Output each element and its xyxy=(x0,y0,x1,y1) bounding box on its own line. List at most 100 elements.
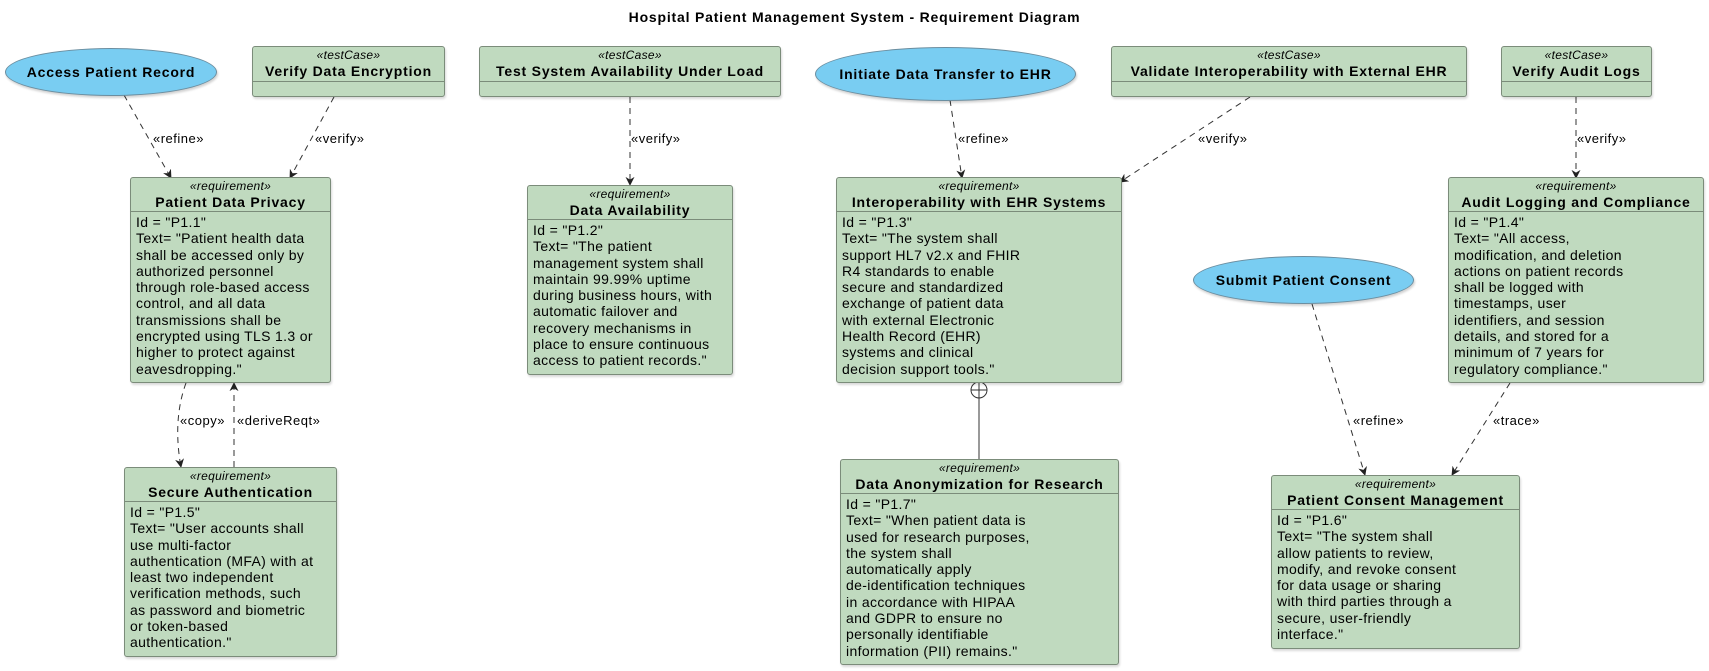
testcase-verify-audit-logs[interactable]: «testCase» Verify Audit Logs xyxy=(1501,46,1652,97)
testcase-validate-interoperability[interactable]: «testCase» Validate Interoperability wit… xyxy=(1111,46,1467,97)
requirement-text-line: use multi-factor xyxy=(130,536,232,553)
edge-label-refine: «refine» xyxy=(1353,413,1404,428)
requirement-text-line: automatically apply xyxy=(846,561,972,578)
requirement-text-line: information (PII) remains." xyxy=(846,642,1018,659)
testcase-verify-data-encryption[interactable]: «testCase» Verify Data Encryption xyxy=(252,46,445,97)
usecase-initiate-data-transfer[interactable]: Initiate Data Transfer to EHR xyxy=(815,47,1076,101)
requirement-text-line: systems and clinical xyxy=(842,344,974,361)
requirement-text-line: control, and all data xyxy=(136,295,266,312)
requirement-name: Audit Logging and Compliance xyxy=(1461,194,1691,210)
requirement-text-line: automatic failover and xyxy=(533,303,678,320)
stereotype-label: «testCase» xyxy=(1544,48,1609,62)
requirement-id: Id = "P1.1" xyxy=(136,214,207,230)
requirement-data-anonymization[interactable]: «requirement»Data Anonymization for Rese… xyxy=(840,459,1119,665)
edge-label-verify: «verify» xyxy=(631,131,681,146)
requirement-id: Id = "P1.6" xyxy=(1277,512,1348,528)
divider xyxy=(131,211,330,212)
divider xyxy=(1272,509,1519,510)
edge-label-verify: «verify» xyxy=(1198,131,1248,146)
requirement-id: Id = "P1.4" xyxy=(1454,214,1525,230)
requirement-name: Patient Consent Management xyxy=(1287,492,1504,508)
requirement-text-line: shall be accessed only by xyxy=(136,246,305,263)
requirement-text-line: Text= "Patient health data xyxy=(136,230,305,247)
usecase-label: Access Patient Record xyxy=(26,64,196,80)
requirement-text-line: modification, and deletion xyxy=(1454,246,1622,263)
requirement-text-line: allow patients to review, xyxy=(1277,544,1434,561)
requirement-text-line: used for research purposes, xyxy=(846,528,1030,545)
edge-label-verify: «verify» xyxy=(315,131,365,146)
divider xyxy=(253,81,444,82)
requirement-interoperability-ehr[interactable]: «requirement»Interoperability with EHR S… xyxy=(836,177,1122,383)
edge-trace-audit-to-consent-mgmt xyxy=(1451,382,1511,476)
requirement-text-line: as password and biometric xyxy=(130,601,306,618)
requirement-text-line: authorized personnel xyxy=(136,262,274,279)
requirement-text-line: Text= "The patient xyxy=(533,238,653,255)
requirement-secure-authentication[interactable]: «requirement»Secure Authentication Id = "… xyxy=(124,467,337,657)
edge-label-refine: «refine» xyxy=(958,131,1009,146)
requirement-text-line: decision support tools." xyxy=(842,360,995,377)
requirement-text-line: encrypted using TLS 1.3 or xyxy=(136,328,313,345)
usecase-label: Initiate Data Transfer to EHR xyxy=(839,66,1052,82)
divider xyxy=(1502,81,1651,82)
requirement-text-line: higher to protect against xyxy=(136,344,295,361)
requirement-text-line: transmissions shall be xyxy=(136,311,282,328)
testcase-name: Verify Audit Logs xyxy=(1512,63,1641,79)
requirement-id: Id = "P1.7" xyxy=(846,496,917,512)
requirement-text-line: interface." xyxy=(1277,626,1344,643)
requirement-text-line: or token-based xyxy=(130,618,229,635)
requirement-name: Data Availability xyxy=(569,202,691,218)
testcase-name: Verify Data Encryption xyxy=(265,63,432,79)
requirement-audit-logging[interactable]: «requirement»Audit Logging and Complianc… xyxy=(1448,177,1704,383)
requirement-text-line: management system shall xyxy=(533,254,704,271)
requirement-text-line: personally identifiable xyxy=(846,626,989,643)
usecase-access-patient-record[interactable]: Access Patient Record xyxy=(5,48,217,96)
divider xyxy=(837,211,1121,212)
edge-label-trace: «trace» xyxy=(1493,413,1540,428)
requirement-text-line: through role-based access xyxy=(136,279,310,296)
stereotype-label: «requirement» xyxy=(189,469,272,483)
usecase-label: Submit Patient Consent xyxy=(1215,272,1392,288)
requirement-text-line: Text= "User accounts shall xyxy=(130,520,304,537)
requirement-text-line: R4 standards to enable xyxy=(842,262,995,279)
stereotype-label: «requirement» xyxy=(938,461,1021,475)
requirement-text-line: Text= "The system shall xyxy=(842,230,998,247)
requirement-text-line: with external Electronic xyxy=(842,311,995,328)
divider xyxy=(480,81,780,82)
edge-label-verify: «verify» xyxy=(1577,131,1627,146)
stereotype-label: «requirement» xyxy=(1535,179,1617,193)
requirement-name: Secure Authentication xyxy=(148,484,313,500)
requirement-text-line: least two independent xyxy=(130,569,274,586)
requirement-text-line: secure, user-friendly xyxy=(1277,609,1412,626)
requirement-text-line: in accordance with HIPAA xyxy=(846,593,1016,610)
requirement-text-line: recovery mechanisms in xyxy=(533,319,692,336)
requirement-id: Id = "P1.5" xyxy=(130,504,201,520)
requirement-text-line: Health Record (EHR) xyxy=(842,328,981,345)
requirement-text-line: exchange of patient data xyxy=(842,295,1004,312)
testcase-test-system-availability[interactable]: «testCase» Test System Availability Unde… xyxy=(479,46,781,97)
testcase-name: Validate Interoperability with External … xyxy=(1130,63,1448,79)
requirement-id: Id = "P1.3" xyxy=(842,214,913,230)
containment-circle-icon xyxy=(970,381,988,399)
requirement-text-line: eavesdropping." xyxy=(136,360,242,377)
usecase-submit-patient-consent[interactable]: Submit Patient Consent xyxy=(1193,256,1414,304)
requirement-name: Patient Data Privacy xyxy=(155,194,306,210)
containment-edge xyxy=(970,381,988,459)
requirement-text-line: modify, and revoke consent xyxy=(1277,560,1457,577)
stereotype-label: «testCase» xyxy=(316,48,381,62)
requirement-text-line: authentication (MFA) with at xyxy=(130,552,314,569)
edge-label-copy: «copy» xyxy=(180,413,225,428)
requirement-text-line: identifiers, and session xyxy=(1454,311,1605,328)
requirement-name: Interoperability with EHR Systems xyxy=(851,194,1107,210)
stereotype-label: «testCase» xyxy=(1257,48,1321,62)
requirement-text-line: for data usage or sharing xyxy=(1277,577,1442,594)
requirement-text-line: regulatory compliance." xyxy=(1454,360,1608,377)
divider xyxy=(125,501,336,502)
requirement-text-line: during business hours, with xyxy=(533,287,713,304)
